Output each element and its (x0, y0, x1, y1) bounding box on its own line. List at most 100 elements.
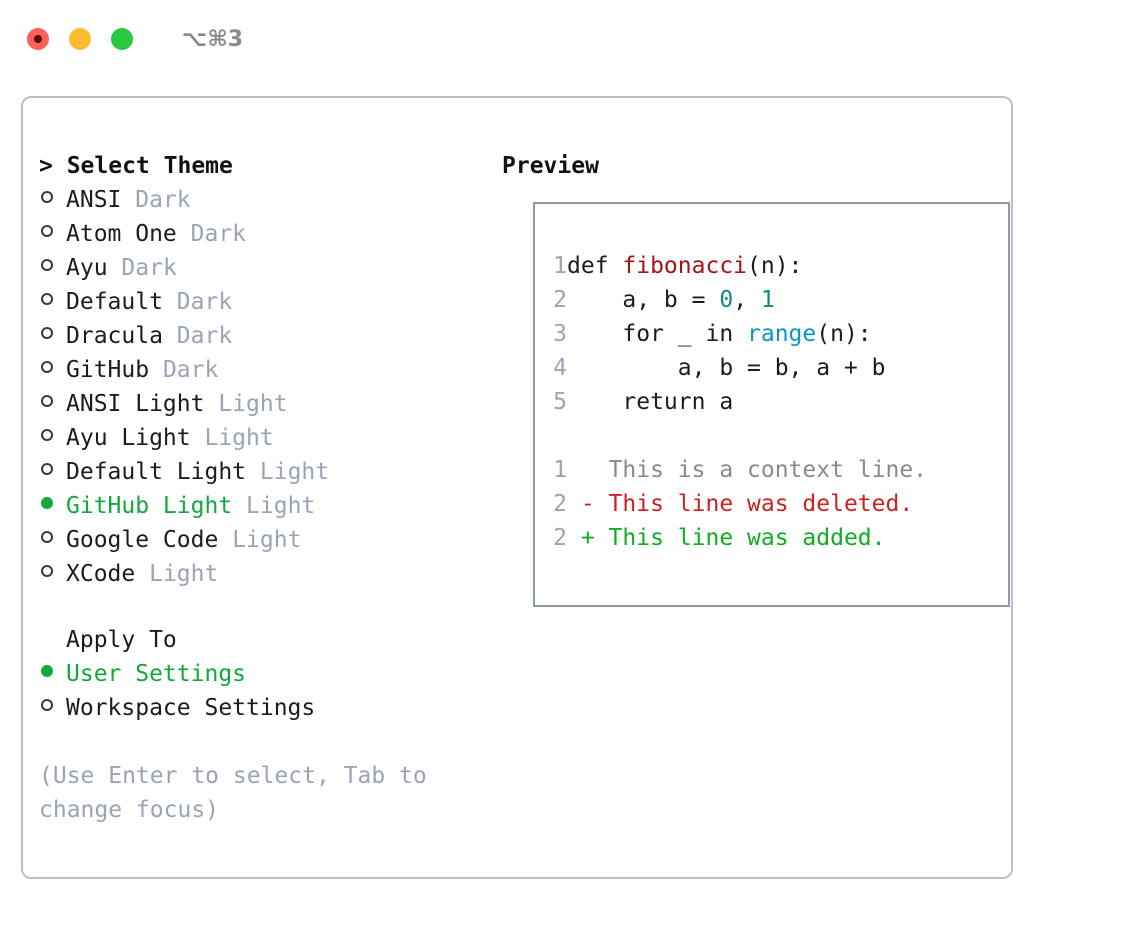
theme-kind-label: Dark (135, 187, 191, 213)
code-line: 2 + This line was added. (553, 521, 927, 555)
apply-to-label: Workspace Settings (66, 695, 316, 721)
theme-kind-label: Light (259, 459, 330, 485)
code-token-num: 0 (719, 287, 734, 313)
apply-to-option-user-settings[interactable]: User Settings (39, 657, 479, 691)
code-token-del: - This line was deleted. (567, 491, 914, 517)
traffic-light-buttons (27, 28, 133, 50)
theme-name-label: GitHub (66, 357, 150, 383)
maximize-window-button[interactable] (111, 28, 133, 50)
code-token-func: fibonacci (622, 253, 748, 279)
code-token-plain: , (733, 287, 761, 313)
theme-name-label: Default (66, 289, 163, 315)
code-blank-line (553, 419, 927, 453)
theme-name-label: XCode (66, 561, 136, 587)
theme-option-github[interactable]: GitHub Dark (39, 353, 479, 387)
line-number: 2 (553, 287, 567, 313)
line-number: 5 (553, 389, 567, 415)
line-number: 4 (553, 355, 567, 381)
code-line: 4 a, b = b, a + b (553, 351, 927, 385)
theme-kind-label: Light (218, 391, 288, 417)
code-line: 1def fibonacci(n): (553, 249, 927, 283)
code-line: 1 This is a context line. (553, 453, 927, 487)
theme-option-google-code[interactable]: Google Code Light (39, 523, 479, 557)
code-line: 2 a, b = 0, 1 (553, 283, 927, 317)
code-token-plain: (n): (747, 253, 803, 279)
theme-name-label: ANSI (66, 187, 122, 213)
apply-to-label: User Settings (66, 661, 247, 687)
theme-name-label: GitHub Light (66, 493, 233, 519)
preview-heading: Preview (502, 153, 599, 179)
theme-kind-label: Dark (176, 323, 233, 349)
theme-kind-label: Light (246, 493, 316, 519)
line-number: 3 (553, 321, 567, 347)
code-token-plain: return a (567, 389, 734, 415)
minimize-window-button[interactable] (69, 28, 91, 50)
theme-name-label: Atom One (66, 221, 177, 247)
line-number: 1 (553, 253, 567, 279)
theme-name-label: Dracula (66, 323, 163, 349)
code-token-add: + This line was added. (567, 525, 886, 551)
theme-option-ayu-light[interactable]: Ayu Light Light (39, 421, 479, 455)
spacer (135, 557, 149, 591)
spacer (191, 421, 205, 455)
line-number: 2 (553, 491, 567, 517)
keyboard-shortcut-label: ⌥⌘3 (182, 26, 244, 52)
theme-option-default-light[interactable]: Default Light Light (39, 455, 479, 489)
theme-option-ayu[interactable]: Ayu Dark (39, 251, 479, 285)
theme-option-default[interactable]: Default Dark (39, 285, 479, 319)
theme-kind-label: Light (232, 527, 302, 553)
theme-kind-label: Dark (121, 255, 177, 281)
spacer (218, 523, 232, 557)
code-token-plain: (n): (816, 321, 872, 347)
theme-option-dracula[interactable]: Dracula Dark (39, 319, 479, 353)
theme-kind-label: Light (204, 425, 274, 451)
spacer (246, 455, 260, 489)
code-line: 5 return a (553, 385, 927, 419)
code-token-plain: def (567, 253, 623, 279)
theme-option-xcode[interactable]: XCode Light (39, 557, 479, 591)
theme-kind-label: Dark (176, 289, 233, 315)
theme-option-ansi-light[interactable]: ANSI Light Light (39, 387, 479, 421)
select-theme-heading: > Select Theme (39, 153, 233, 179)
keyboard-hint-text: (Use Enter to select, Tab to change focu… (39, 763, 441, 823)
line-number: 1 (553, 457, 567, 483)
apply-to-heading: Apply To (66, 627, 177, 653)
spacer (177, 217, 191, 251)
code-token-builtin: range (747, 321, 817, 347)
theme-name-label: Ayu (66, 255, 108, 281)
code-token-num: 1 (760, 287, 775, 313)
code-token-plain: a, b = b, a + b (567, 355, 886, 381)
theme-name-label: Ayu Light (66, 425, 191, 451)
theme-kind-label: Light (149, 561, 219, 587)
spacer (204, 387, 218, 421)
apply-to-option-workspace-settings[interactable]: Workspace Settings (39, 691, 479, 725)
close-window-button[interactable] (27, 28, 49, 50)
code-token-plain: for _ in (567, 321, 748, 347)
theme-option-atom-one[interactable]: Atom One Dark (39, 217, 479, 251)
code-line: 3 for _ in range(n): (553, 317, 927, 351)
theme-kind-label: Dark (162, 357, 219, 383)
spacer (108, 251, 122, 285)
line-number: 2 (553, 525, 567, 551)
theme-kind-label: Dark (190, 221, 247, 247)
spacer (163, 319, 177, 353)
spacer (121, 183, 135, 217)
spacer (149, 353, 163, 387)
theme-name-label: Google Code (66, 527, 219, 553)
theme-option-ansi[interactable]: ANSI Dark (39, 183, 479, 217)
spacer (232, 489, 246, 523)
code-line: 2 - This line was deleted. (553, 487, 927, 521)
theme-option-github-light[interactable]: GitHub Light Light (39, 489, 479, 523)
code-token-ctx: This is a context line. (567, 457, 928, 483)
theme-name-label: ANSI Light (66, 391, 205, 417)
code-token-plain: a, b = (567, 287, 720, 313)
